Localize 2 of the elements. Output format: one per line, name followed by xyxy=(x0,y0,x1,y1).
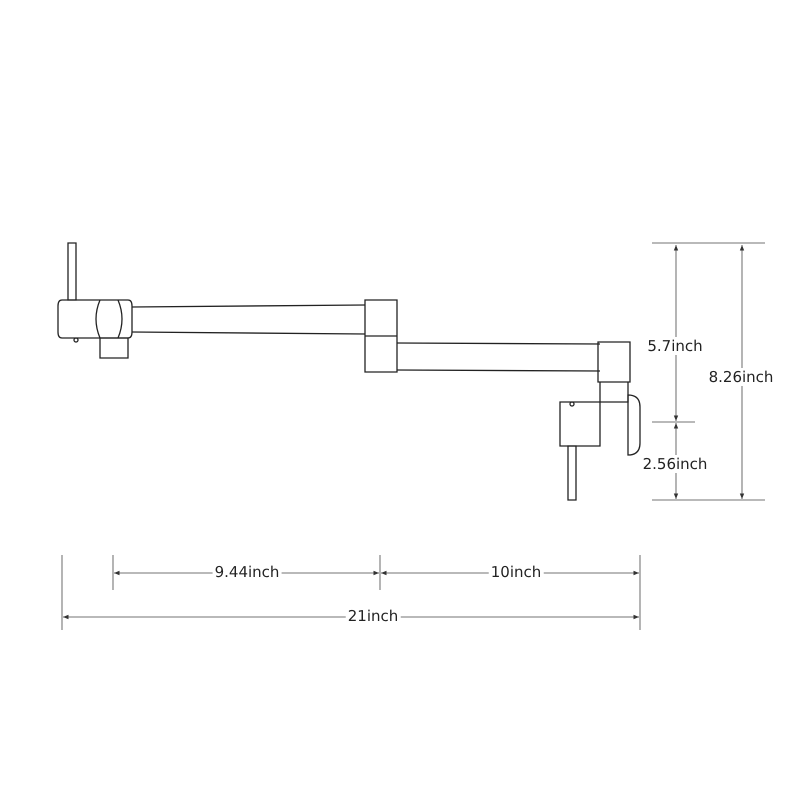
dimension-label: 8.26inch xyxy=(706,368,776,386)
dimension-label: 2.56inch xyxy=(640,455,710,473)
